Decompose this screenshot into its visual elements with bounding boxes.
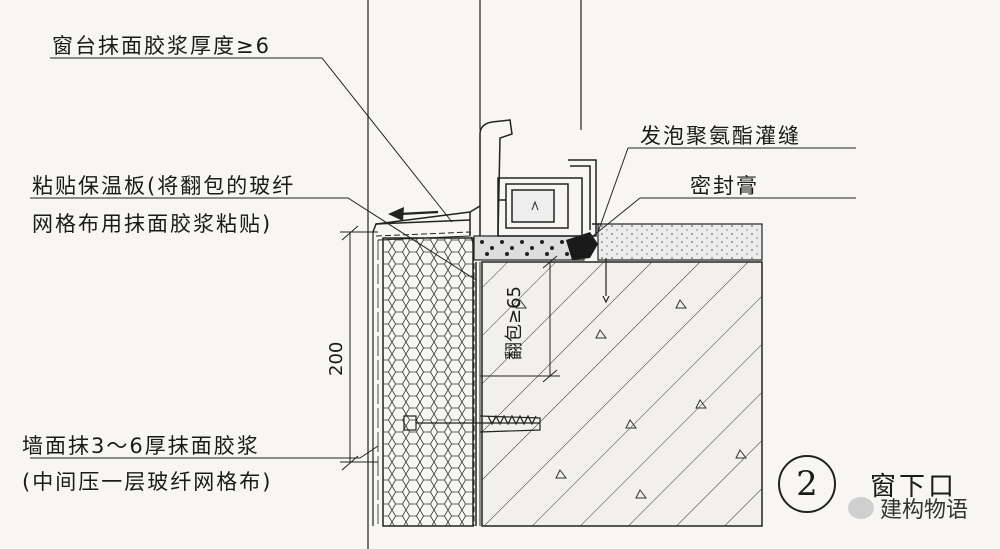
- label-sealant: 密封膏: [690, 174, 759, 198]
- mesh-wrap-line: [375, 231, 475, 526]
- concrete-wall: [481, 261, 763, 527]
- wrap-dimension-line: [480, 255, 560, 383]
- watermark: 建构物语: [848, 492, 968, 524]
- label-sill-mortar: 窗台抹面胶浆厚度≥6: [52, 34, 271, 58]
- label-board-line2: 网格布用抹面胶浆粘贴): [32, 212, 273, 236]
- dimension-height-200: 200: [326, 341, 347, 376]
- insulation-board: [382, 237, 474, 527]
- label-pu-foam: 发泡聚氨酯灌缝: [640, 124, 801, 148]
- label-wall-line2: (中间压一层玻纤网格布): [22, 470, 273, 494]
- pu-foam-fill: [473, 235, 585, 261]
- frame-guide-lines: [367, 0, 582, 549]
- height-dimension-line: [340, 225, 378, 471]
- label-wall-line1: 墙面抹3～6厚抹面胶浆: [22, 434, 260, 458]
- wechat-icon: [848, 497, 874, 519]
- anchor-nail: [602, 258, 610, 304]
- detail-title: 窗下口: [870, 472, 958, 502]
- drainage-arrow: [388, 207, 439, 221]
- leader-lines: [30, 57, 856, 459]
- sill-slab: [597, 223, 763, 261]
- detail-number-badge: 2: [778, 455, 836, 513]
- watermark-text: 建构物语: [880, 498, 969, 523]
- label-board-line1: 粘贴保温板(将翻包的玻纤: [32, 174, 296, 198]
- dimension-wrap-65: 翻包≥65: [504, 286, 525, 360]
- sill-mortar-slope: [375, 205, 481, 236]
- window-frame-profile: [479, 119, 600, 237]
- insulation-anchor: [403, 414, 541, 433]
